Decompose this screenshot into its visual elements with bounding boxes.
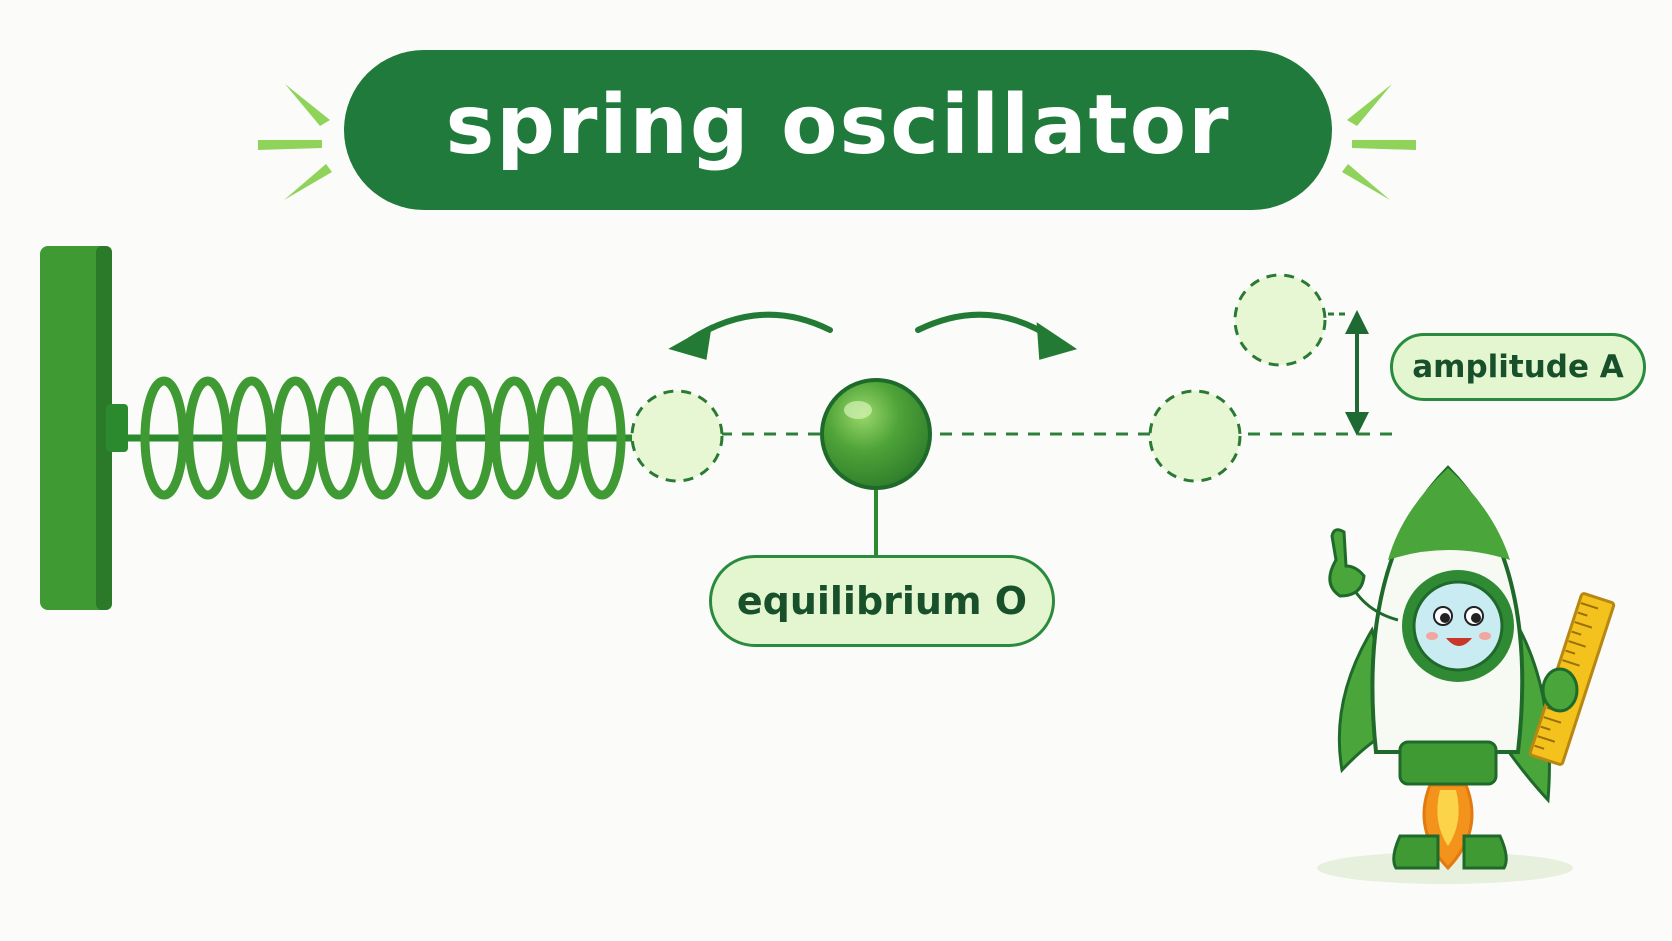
spring-coil-loop: [403, 376, 451, 500]
sparkle-left-icon: [258, 84, 332, 200]
ruler-tick: [1537, 735, 1556, 743]
wall-block: [40, 246, 128, 610]
spring-coil: [126, 376, 632, 500]
equilibrium-label: equilibrium O: [709, 555, 1055, 647]
ruler-tick: [1534, 744, 1545, 750]
sparkle-right-icon: [1342, 84, 1416, 200]
ruler-tick: [1568, 640, 1586, 648]
page-title: spring oscillator: [445, 78, 1231, 173]
ruler-tick: [1565, 649, 1576, 655]
ghost-ball-left: [630, 389, 724, 483]
spring-coil-loop: [447, 376, 495, 500]
spring-coil-loop: [184, 376, 232, 500]
ghost-ball-right: [1148, 389, 1242, 483]
motion-arrow-right: [915, 311, 1078, 360]
ruler-tick: [1543, 716, 1562, 724]
ruler-tick: [1540, 725, 1551, 731]
spring-coil-loop: [534, 376, 582, 500]
spring-coil-loop: [140, 376, 188, 500]
spring-coil-loop: [359, 376, 407, 500]
ruler-tick: [1571, 630, 1582, 636]
title-banner: spring oscillator: [344, 50, 1332, 210]
ruler-tick: [1577, 611, 1588, 617]
motion-arrow-left: [668, 311, 833, 360]
spring-coil-loop: [228, 376, 276, 500]
amplitude-label-text: amplitude A: [1412, 349, 1624, 385]
amplitude-label: amplitude A: [1390, 333, 1646, 401]
ruler-tick: [1574, 621, 1593, 629]
spring-coil-loop: [490, 376, 538, 500]
spring-coil-loop: [271, 376, 319, 500]
spring-coil-loop: [578, 376, 626, 500]
ruler-tick: [1562, 659, 1580, 667]
amplitude-arrow: [1345, 310, 1369, 436]
spring-coil-loop: [315, 376, 363, 500]
ruler-tick: [1580, 602, 1599, 610]
equilibrium-label-text: equilibrium O: [736, 579, 1028, 623]
ghost-ball-upper: [1233, 273, 1327, 367]
rocket-mascot-icon: [1317, 465, 1616, 884]
mass-ball: [820, 378, 932, 555]
